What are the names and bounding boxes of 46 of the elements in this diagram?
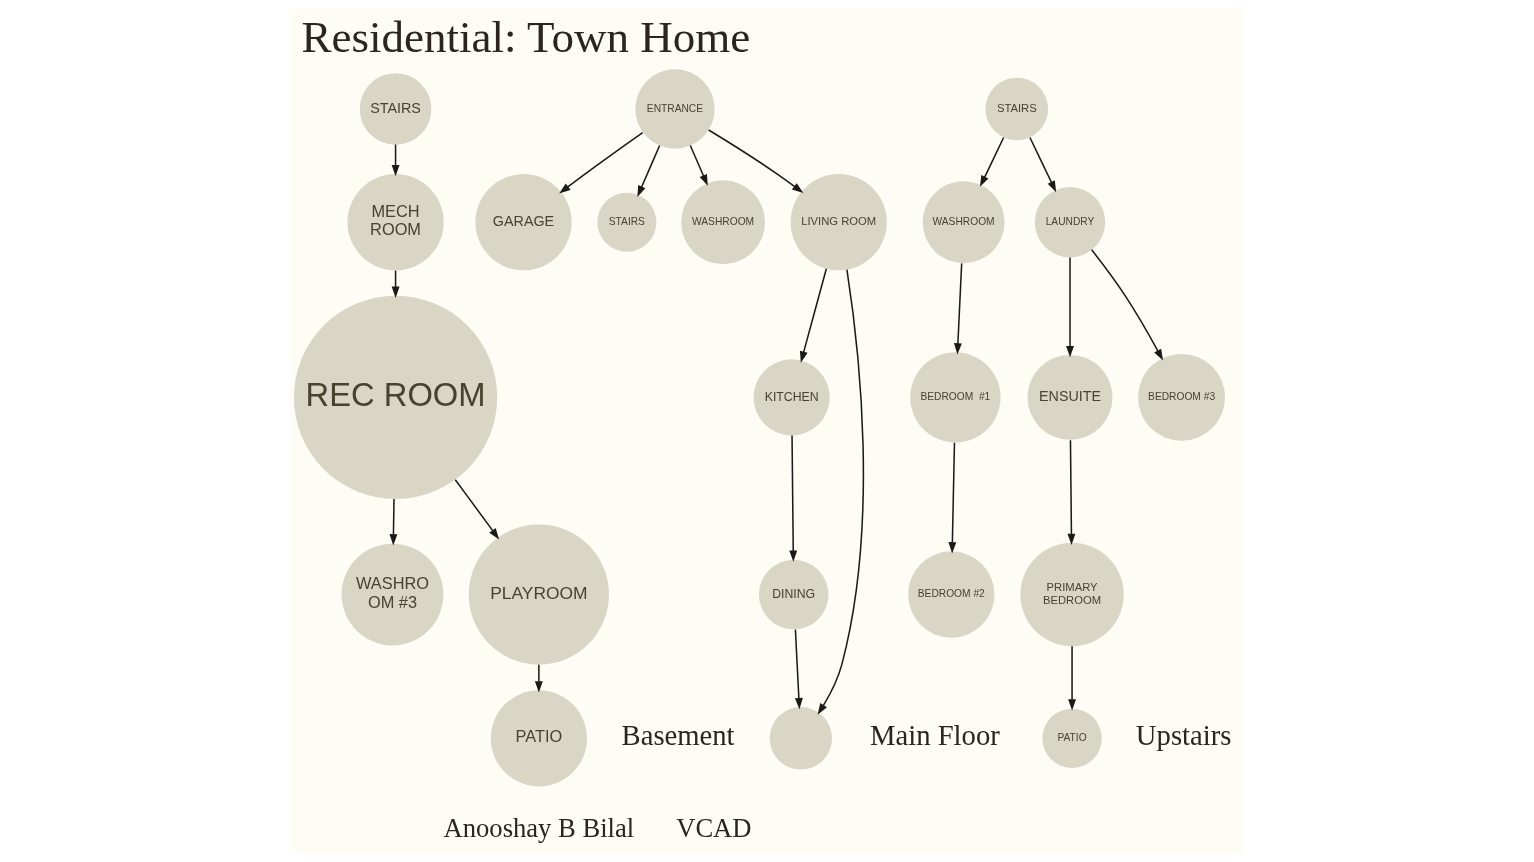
arrow bbox=[799, 267, 828, 363]
arrow bbox=[637, 144, 661, 197]
diagram-title: Residential: Town Home bbox=[301, 12, 751, 63]
node-circle: LAUNDRY bbox=[1034, 187, 1106, 258]
arrow bbox=[1068, 645, 1076, 711]
arrow bbox=[1090, 249, 1164, 361]
arrow bbox=[391, 143, 400, 177]
node-circle: WASHROOM bbox=[922, 181, 1005, 264]
node-circle: ENTRANCE bbox=[635, 69, 715, 149]
arrow bbox=[1066, 256, 1074, 358]
node-circle: PATIO bbox=[490, 690, 587, 787]
arrow bbox=[1067, 439, 1076, 546]
node-circle: WASHROOM bbox=[681, 180, 766, 265]
node-circle: PRIMARY BEDROOM bbox=[1020, 542, 1124, 647]
arrow bbox=[1029, 136, 1057, 193]
arrow bbox=[980, 136, 1005, 187]
node-circle: KITCHEN bbox=[753, 359, 830, 436]
label: Upstairs bbox=[1135, 719, 1232, 752]
node-circle bbox=[769, 707, 833, 770]
node-circle: DINING bbox=[758, 559, 829, 630]
arrow bbox=[454, 478, 500, 540]
node-circle: BEDROOM #2 bbox=[908, 551, 995, 638]
label: Anooshay B Bilal bbox=[443, 813, 635, 844]
node-circle: STAIRS bbox=[597, 192, 657, 252]
arrow bbox=[794, 628, 803, 710]
label: Main Floor bbox=[870, 719, 1000, 752]
label: Basement bbox=[621, 719, 735, 752]
node-circle: PATIO bbox=[1042, 708, 1102, 768]
arrow bbox=[789, 434, 798, 562]
arrow bbox=[817, 268, 865, 715]
arrow bbox=[953, 262, 963, 355]
arrow bbox=[689, 144, 708, 186]
node-circle: BEDROOM #3 bbox=[1138, 353, 1226, 441]
node-circle: MECH ROOM bbox=[347, 174, 444, 271]
node-circle: STAIRS bbox=[359, 73, 432, 145]
node-circle: REC ROOM bbox=[293, 295, 498, 499]
arrow bbox=[948, 441, 957, 554]
node-circle: STAIRS bbox=[985, 77, 1049, 141]
arrow bbox=[559, 131, 644, 194]
arrow bbox=[389, 498, 398, 546]
node-circle: ENSUITE bbox=[1027, 354, 1113, 440]
node-circle: BEDROOM #1 bbox=[910, 352, 1001, 443]
arrow bbox=[534, 664, 543, 693]
arrow bbox=[707, 129, 804, 194]
node-circle: WASHRO OM #3 bbox=[341, 543, 444, 646]
label: VCAD bbox=[676, 813, 752, 844]
